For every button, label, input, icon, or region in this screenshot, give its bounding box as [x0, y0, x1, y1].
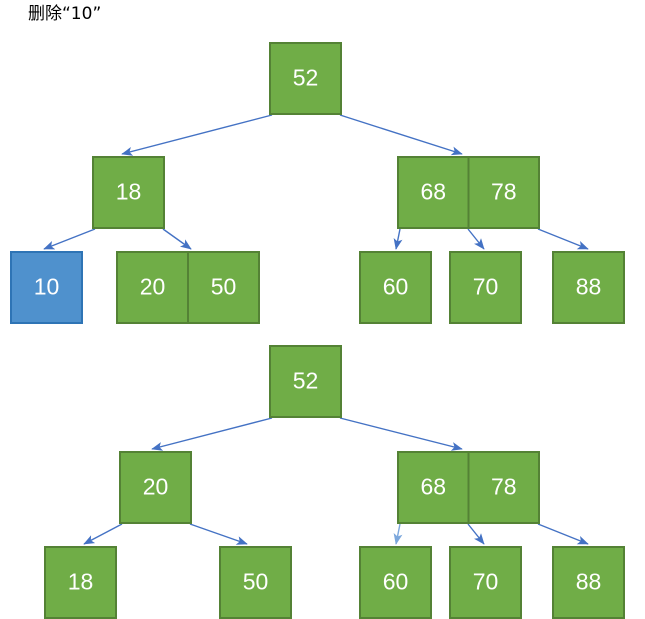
node-key-label: 18	[68, 569, 94, 595]
tree-edge	[467, 523, 485, 545]
tree-edge	[43, 228, 96, 250]
edge-group	[43, 114, 589, 545]
tree-node[interactable]: 50	[219, 546, 292, 619]
tree-node[interactable]: 60	[359, 251, 432, 324]
node-cell[interactable]	[449, 251, 522, 324]
tree-edge	[537, 523, 589, 545]
node-key-label: 70	[473, 569, 499, 595]
tree-edge	[393, 228, 403, 250]
node-key-label: 60	[383, 274, 409, 300]
tree-edge	[189, 523, 248, 545]
node-key-label: 50	[243, 569, 269, 595]
tree-node[interactable]: 10	[10, 251, 83, 324]
node-cell[interactable]	[219, 546, 292, 619]
node-cell[interactable]	[269, 42, 342, 115]
node-key-label: 18	[116, 179, 142, 205]
node-key-label: 20	[140, 274, 166, 300]
node-cell[interactable]	[119, 451, 192, 524]
tree-node[interactable]: 18	[92, 156, 165, 229]
tree-node[interactable]: 68 78	[397, 451, 540, 524]
node-cell[interactable]	[467, 156, 540, 229]
node-key-label: 52	[293, 65, 319, 91]
node-cell[interactable]	[187, 251, 260, 324]
node-cell[interactable]	[92, 156, 165, 229]
tree-node[interactable]: 52	[269, 42, 342, 115]
tree-node[interactable]: 68 78	[397, 156, 540, 229]
node-key-label: 68	[420, 474, 446, 500]
node-cell[interactable]	[397, 156, 470, 229]
tree-edge	[467, 228, 485, 250]
tree-node[interactable]: 88	[552, 251, 625, 324]
node-cell[interactable]	[359, 546, 432, 619]
tree-node[interactable]: 18	[44, 546, 117, 619]
tree-edge	[121, 114, 273, 156]
tree-node[interactable]: 20	[119, 451, 192, 524]
tree-edge	[151, 417, 273, 451]
tree-edge	[339, 114, 463, 156]
node-cell[interactable]	[552, 546, 625, 619]
node-key-label: 78	[491, 474, 517, 500]
node-cell[interactable]	[269, 345, 342, 418]
tree-edge	[83, 523, 123, 545]
node-key-label: 70	[473, 274, 499, 300]
tree-node[interactable]: 70	[449, 546, 522, 619]
node-cell[interactable]	[10, 251, 83, 324]
node-key-label: 52	[293, 368, 319, 394]
node-key-label: 68	[420, 179, 446, 205]
tree-edge	[393, 523, 403, 545]
node-key-label: 50	[211, 274, 237, 300]
node-cell[interactable]	[467, 451, 540, 524]
node-key-label: 78	[491, 179, 517, 205]
tree-node[interactable]: 88	[552, 546, 625, 619]
node-cell[interactable]	[44, 546, 117, 619]
tree-edge	[339, 417, 463, 451]
node-key-label: 88	[576, 569, 602, 595]
diagram-caption: 删除“10”	[28, 4, 102, 24]
tree-edge	[162, 228, 192, 250]
node-key-label: 10	[34, 274, 60, 300]
node-key-label: 60	[383, 569, 409, 595]
node-cell[interactable]	[359, 251, 432, 324]
node-cell[interactable]	[552, 251, 625, 324]
node-cell[interactable]	[449, 546, 522, 619]
tree-node[interactable]: 60	[359, 546, 432, 619]
tree-edge	[537, 228, 589, 250]
tree-node[interactable]: 52	[269, 345, 342, 418]
tree-node[interactable]: 70	[449, 251, 522, 324]
node-key-label: 88	[576, 274, 602, 300]
node-key-label: 20	[143, 474, 169, 500]
